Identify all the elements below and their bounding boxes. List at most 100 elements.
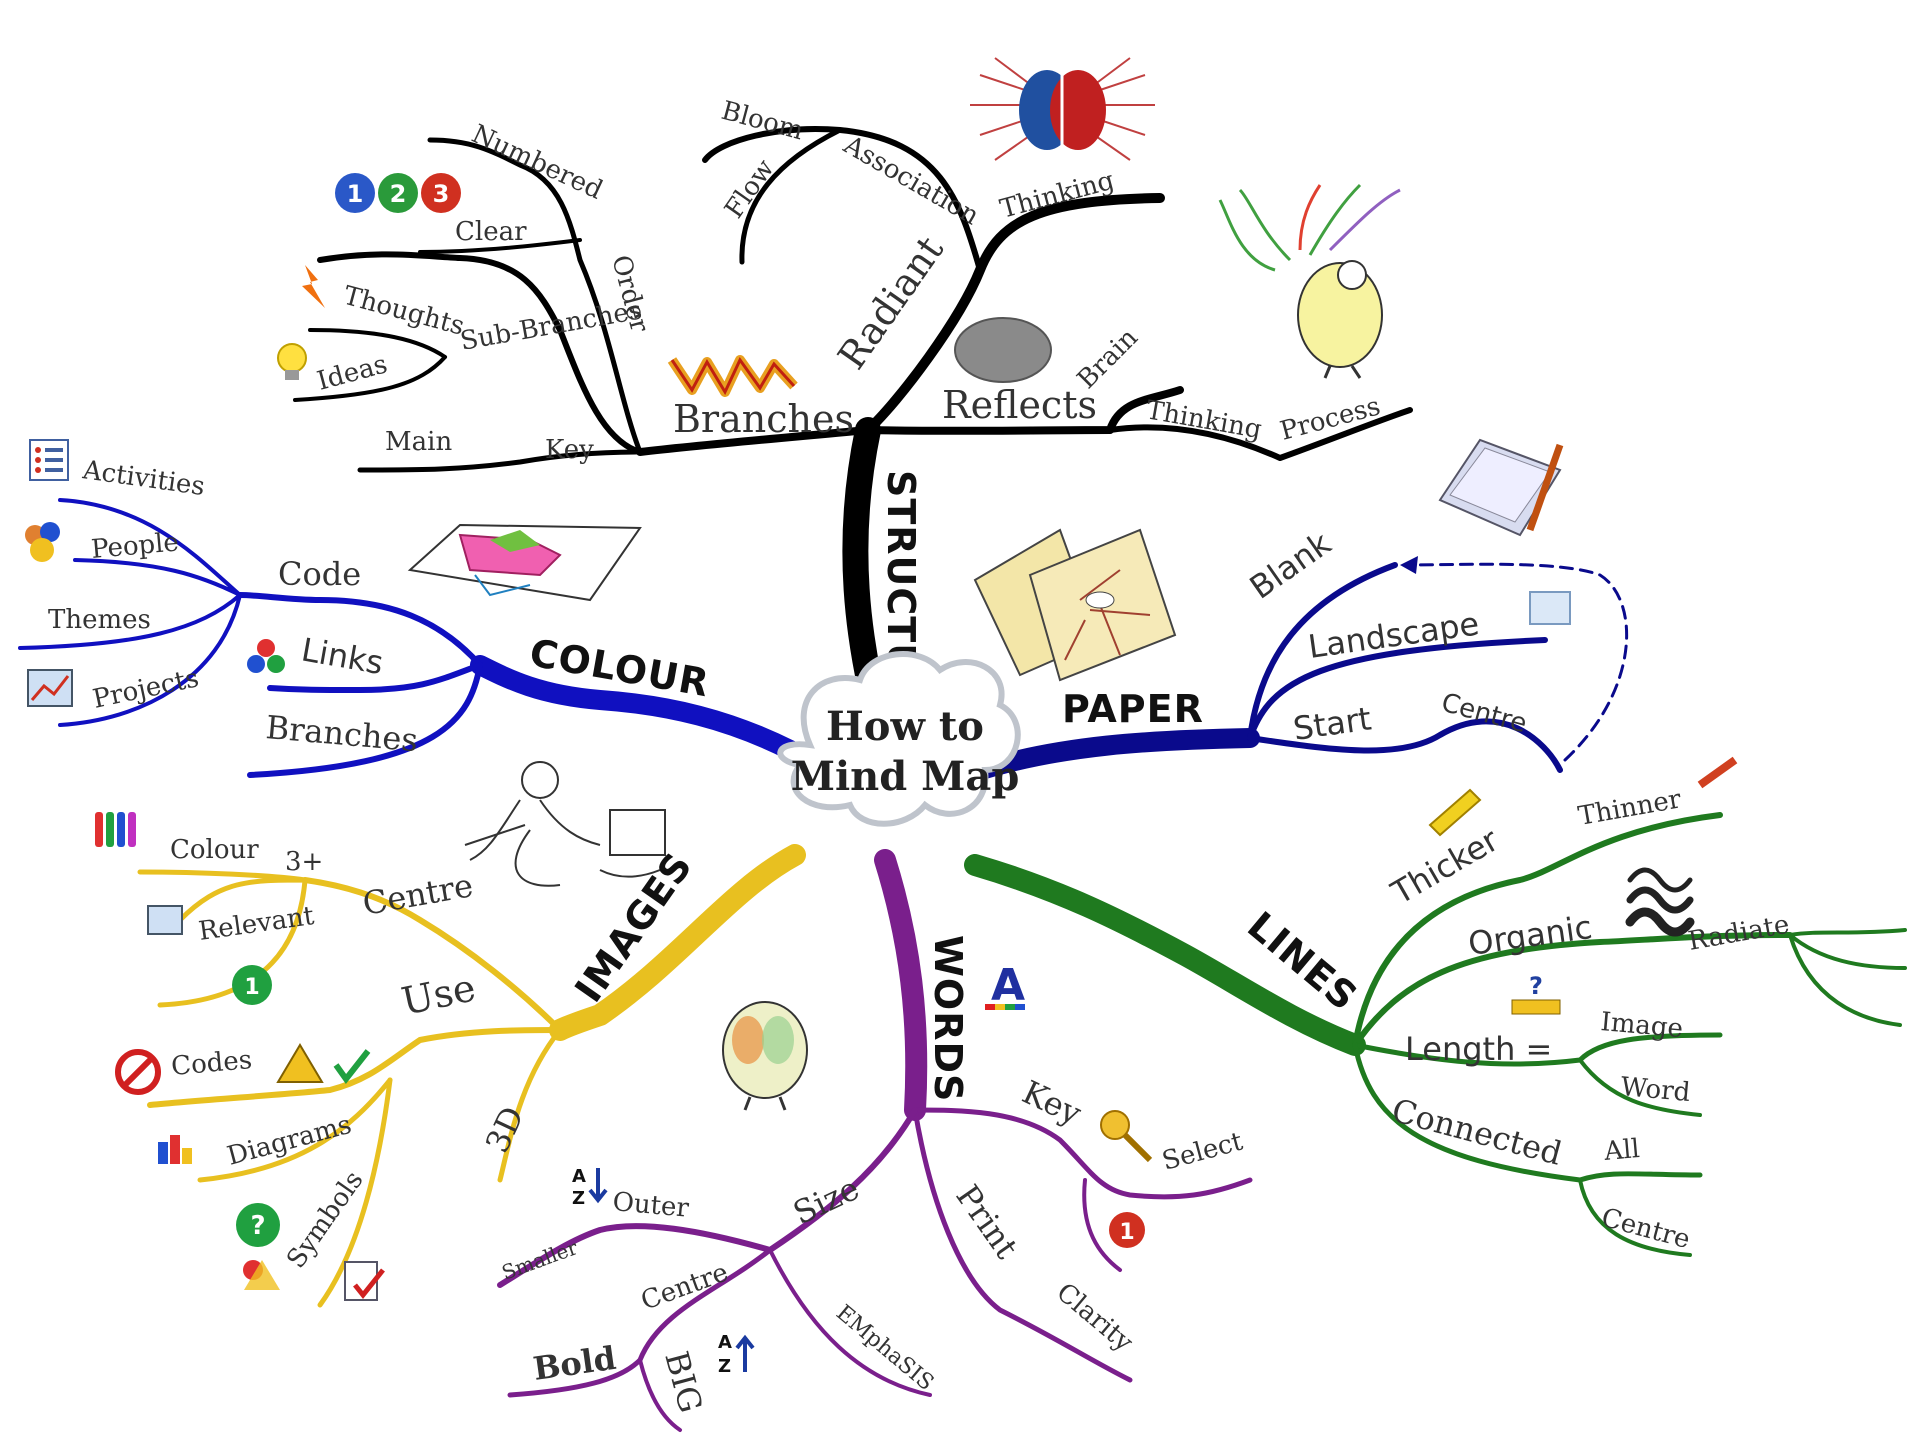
flow-line — [739, 127, 843, 265]
projects-label: Projects — [90, 663, 201, 715]
themes-label: Themes — [48, 605, 151, 635]
activities-label: Activities — [80, 455, 207, 502]
branches-graffiti-icon — [667, 355, 798, 397]
thicker-label: Thicker — [1384, 820, 1506, 912]
svg-text:?: ? — [250, 1211, 265, 1241]
words-branch — [497, 849, 1253, 1432]
radiate-fork — [1788, 928, 1907, 1027]
branches-colour-line — [247, 662, 483, 778]
size-outer-line — [497, 1107, 918, 1288]
colour-branch — [18, 498, 800, 778]
code-label: Code — [278, 555, 361, 593]
key-icon — [1100, 1110, 1153, 1163]
no-entry-icon — [115, 1049, 161, 1095]
landscape-label: Landscape — [1306, 604, 1482, 666]
center-title-line2: Mind Map — [791, 753, 1020, 800]
bar-chart-icon — [158, 1135, 192, 1164]
three-plus-label: 3+ — [285, 847, 323, 877]
shapes-icon — [243, 1260, 280, 1290]
grey-brain-icon — [954, 317, 1052, 383]
symbols-label: Symbols — [281, 1166, 369, 1274]
svg-text:A: A — [718, 1332, 732, 1353]
organic-radiate-line — [1352, 932, 1793, 1048]
words-label: WORDS — [926, 935, 970, 1102]
key-label: Key — [545, 435, 594, 465]
diagrams-label: Diagrams — [224, 1110, 355, 1172]
main-key-line — [357, 449, 643, 473]
length-image-line — [1352, 1032, 1723, 1067]
smaller-label: Smaller — [499, 1235, 582, 1285]
key-sub-line — [1082, 1178, 1122, 1272]
centre-line — [1578, 1178, 1692, 1257]
clear-label: Clear — [455, 217, 527, 247]
words-main-line — [874, 849, 928, 1121]
sort-az-up-icon: A Z — [718, 1332, 755, 1377]
lines-branch — [964, 812, 1907, 1257]
notepad-pencil-icon — [1438, 438, 1564, 537]
svg-text:Z: Z — [572, 1188, 585, 1209]
svg-text:Z: Z — [718, 1356, 731, 1377]
artist-sketch-icon — [464, 761, 666, 887]
image-label: Image — [1599, 1007, 1684, 1044]
diagrams-line — [197, 1077, 393, 1183]
association-line — [702, 126, 983, 273]
select-label: Select — [1159, 1126, 1246, 1176]
brain-label: Brain — [1072, 323, 1144, 395]
projects-chart-icon — [27, 669, 73, 707]
use-label: Use — [398, 965, 480, 1023]
check-icon — [333, 1049, 371, 1085]
key-select-line — [912, 1107, 1253, 1200]
order-numbered-line — [427, 137, 643, 455]
landscape-page-icon — [1529, 591, 1571, 625]
colour-label-images: Colour — [170, 835, 259, 865]
picture-icon — [147, 905, 183, 935]
reflects-line — [864, 386, 1184, 435]
3d-label: 3D — [478, 1101, 532, 1159]
highlighter-icon — [1428, 788, 1482, 837]
emphasis-line — [768, 1248, 932, 1397]
3d-colour-block-icon — [407, 523, 642, 602]
checklist-icon — [344, 1261, 385, 1301]
length-label: Length = — [1405, 1030, 1552, 1068]
big-line — [638, 1358, 682, 1432]
radiate-label: Radiate — [1686, 910, 1792, 957]
print-clarity-line — [912, 1107, 1133, 1383]
landscape-line — [1247, 637, 1548, 741]
blank-line — [1247, 562, 1398, 741]
bloom-label: Bloom — [718, 96, 806, 147]
center-title-line1: How to — [826, 703, 984, 750]
svg-text:A: A — [572, 1166, 586, 1187]
relevant-label: Relevant — [197, 901, 317, 947]
association-label: Association — [838, 130, 985, 232]
colour-main-line — [470, 655, 800, 760]
paper-label: PAPER — [1062, 687, 1204, 731]
code-sub-lines — [18, 498, 242, 727]
centre-sub-lines — [137, 869, 308, 1008]
paper-map-icon — [973, 528, 1177, 682]
start-label: Start — [1291, 699, 1374, 748]
sub-branches-label: Sub-Branches — [458, 295, 644, 356]
thoughts-line — [308, 328, 447, 359]
dashed-return-arrow — [1403, 562, 1629, 762]
thinking2-label: Thinking — [997, 166, 1117, 225]
svg-text:3: 3 — [433, 180, 450, 208]
number-one-red-icon — [1109, 1212, 1145, 1248]
size-label: Size — [787, 1169, 865, 1232]
reflects-label: Reflects — [942, 383, 1097, 427]
central-topic: How to Mind Map — [777, 651, 1021, 827]
numbered-icons: 1 2 3 — [335, 173, 461, 213]
arrowhead-icon — [1400, 556, 1418, 574]
centre-label-images: Centre — [360, 866, 476, 923]
centre-line-images — [302, 877, 563, 1033]
codes-label: Codes — [170, 1045, 253, 1082]
colour-markers-icon — [95, 812, 136, 847]
svg-text:1: 1 — [244, 975, 259, 1000]
people-group-icon — [25, 522, 60, 562]
sub-branches-line — [317, 251, 643, 455]
branches-line — [636, 426, 872, 456]
warning-icon — [276, 1043, 324, 1083]
ideas-line — [293, 355, 447, 402]
clear-line — [418, 238, 582, 254]
main-label: Main — [385, 427, 452, 457]
number-three-icon — [421, 173, 461, 213]
